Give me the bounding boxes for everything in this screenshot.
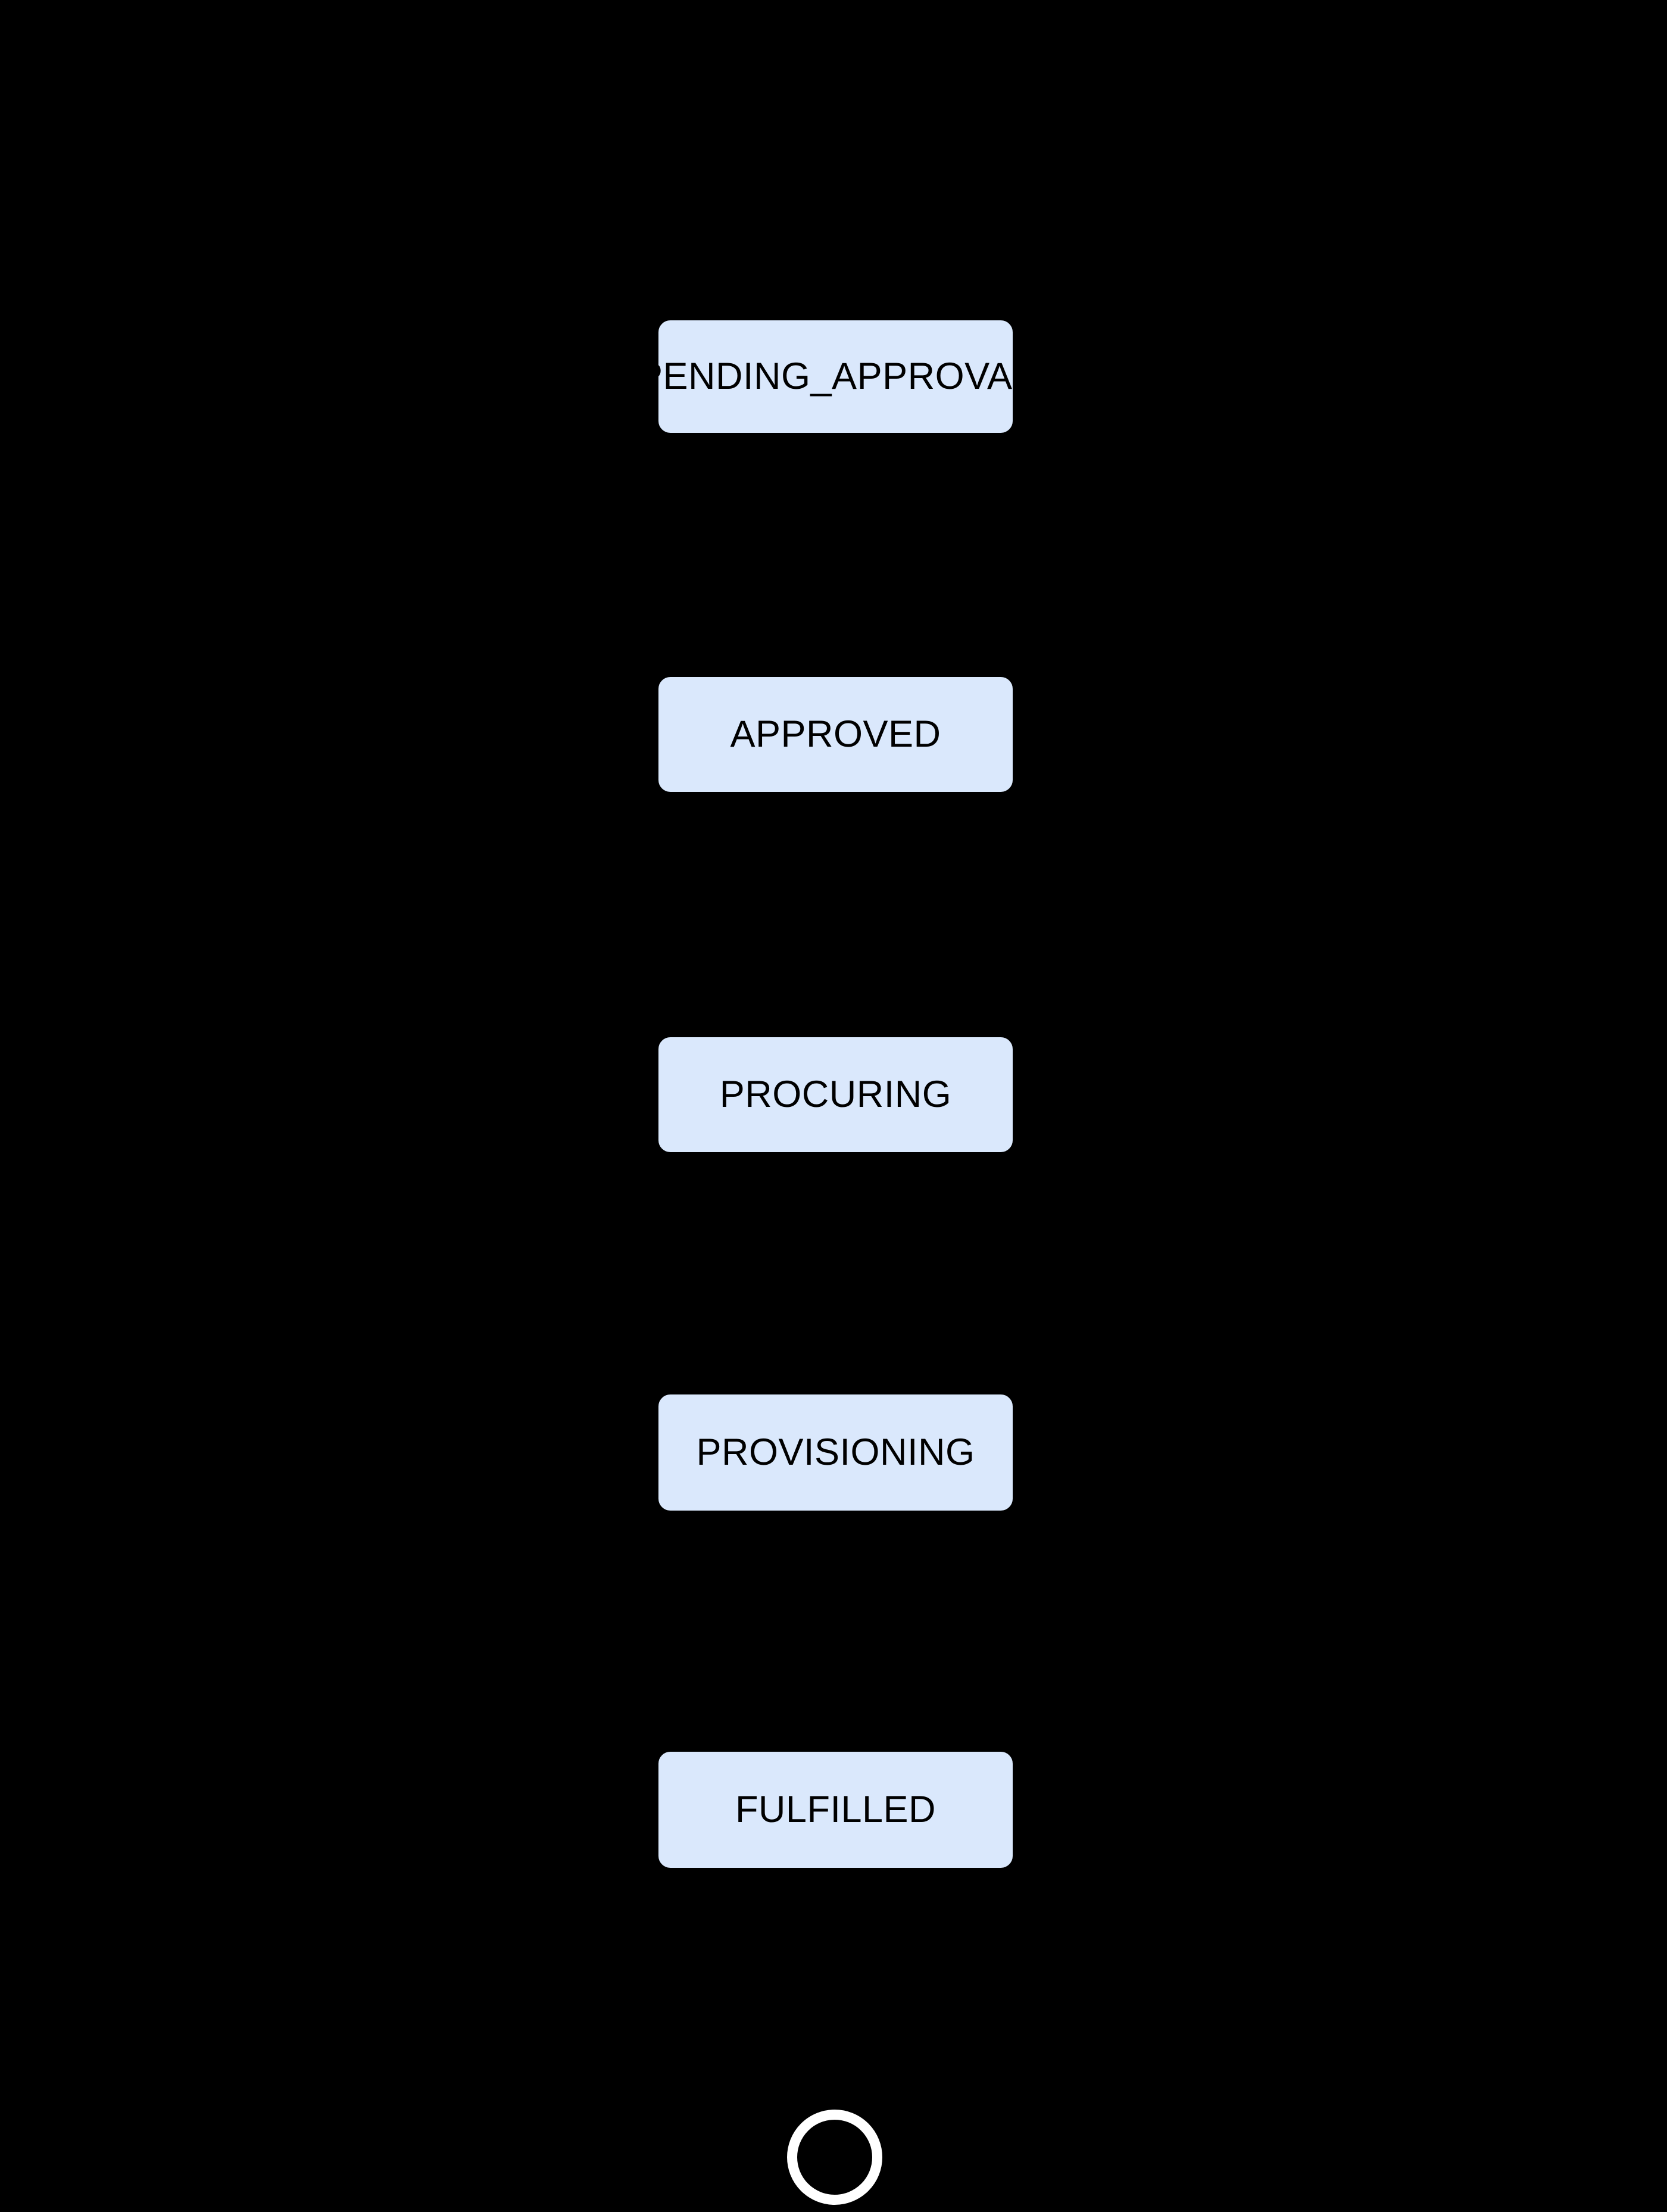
end-state-circle-icon: [787, 2110, 882, 2205]
edge-approved-to-procuring: [834, 792, 836, 1025]
edge-fulfilled-to-end-state: [834, 1868, 836, 2098]
edge-arrowhead-end-state: [827, 2098, 844, 2110]
edge-pending-approval-to-approved: [834, 433, 836, 665]
edge-provisioning-to-fulfilled: [834, 1511, 836, 1740]
state-node-provisioning[interactable]: PROVISIONING: [658, 1394, 1013, 1511]
state-node-label: FULFILLED: [735, 1788, 936, 1830]
state-node-label: APPROVED: [730, 713, 941, 755]
state-node-fulfilled[interactable]: FULFILLED: [658, 1752, 1013, 1868]
state-node-procuring[interactable]: PROCURING: [658, 1037, 1013, 1152]
state-node-label: PROCURING: [719, 1073, 952, 1115]
edge-arrowhead-fulfilled: [827, 1740, 844, 1752]
edge-arrowhead-provisioning: [827, 1383, 844, 1394]
edge-procuring-to-provisioning: [834, 1152, 836, 1383]
edge-arrowhead-procuring: [827, 1025, 844, 1037]
state-node-pending-approval[interactable]: PENDING_APPROVAL: [638, 320, 1034, 433]
edge-arrowhead-approved: [827, 665, 844, 677]
state-node-label: PROVISIONING: [696, 1431, 975, 1473]
state-node-approved[interactable]: APPROVED: [658, 677, 1013, 792]
state-node-label: PENDING_APPROVAL: [637, 355, 1034, 397]
